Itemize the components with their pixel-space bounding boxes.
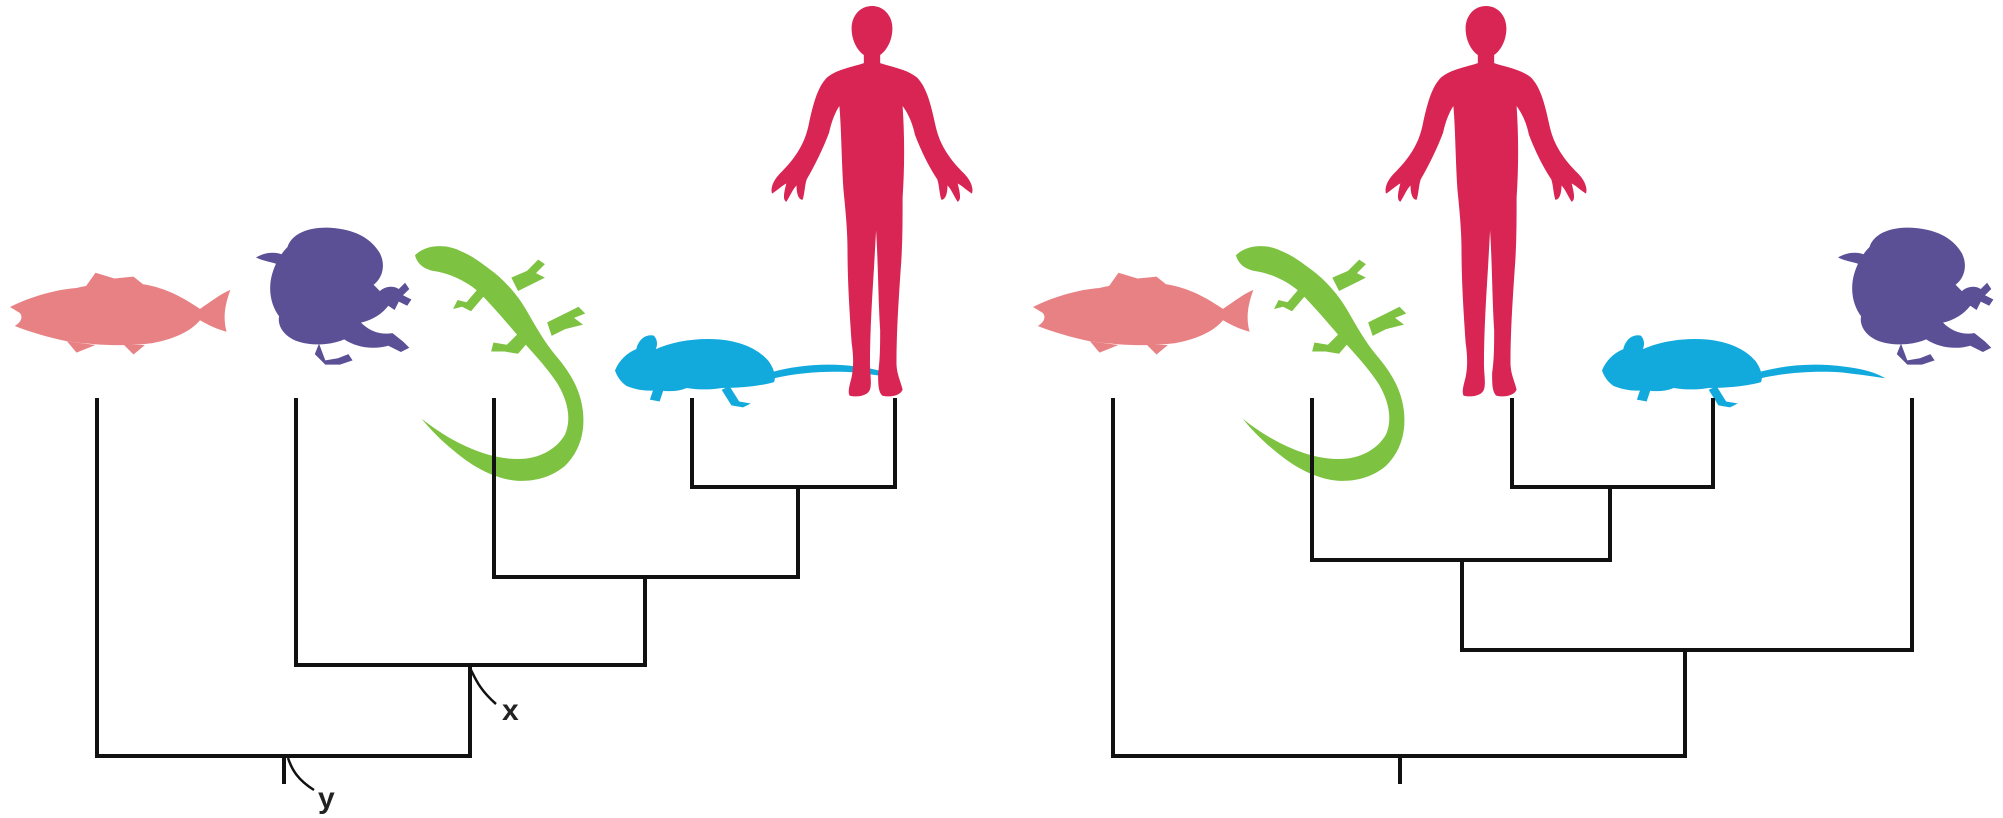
lizard-icon xyxy=(1236,246,1406,481)
frog-icon xyxy=(1838,228,1993,365)
branch-frog-amniotes xyxy=(296,400,645,665)
node-label-y: y xyxy=(318,782,335,815)
branch-fish-tetrapods xyxy=(1113,400,1685,756)
lizard-icon xyxy=(415,246,585,481)
branch-lizard-mammals xyxy=(1312,400,1610,560)
tree-left: x y xyxy=(10,6,972,815)
frog-icon xyxy=(256,228,411,365)
pointer-y xyxy=(288,758,314,790)
branch-human-mouse xyxy=(1512,400,1713,487)
node-label-x: x xyxy=(502,694,519,727)
tree-right xyxy=(1033,6,1993,782)
fish-icon xyxy=(1033,273,1253,355)
fish-icon xyxy=(10,273,230,355)
branch-amniotes-frog xyxy=(1462,400,1912,650)
human-icon xyxy=(1386,6,1587,396)
branch-fish-tetrapods xyxy=(97,400,470,756)
branch-mouse-human xyxy=(692,400,895,487)
mouse-icon xyxy=(1602,335,1885,407)
pointer-x xyxy=(470,668,496,704)
human-icon xyxy=(772,6,973,396)
